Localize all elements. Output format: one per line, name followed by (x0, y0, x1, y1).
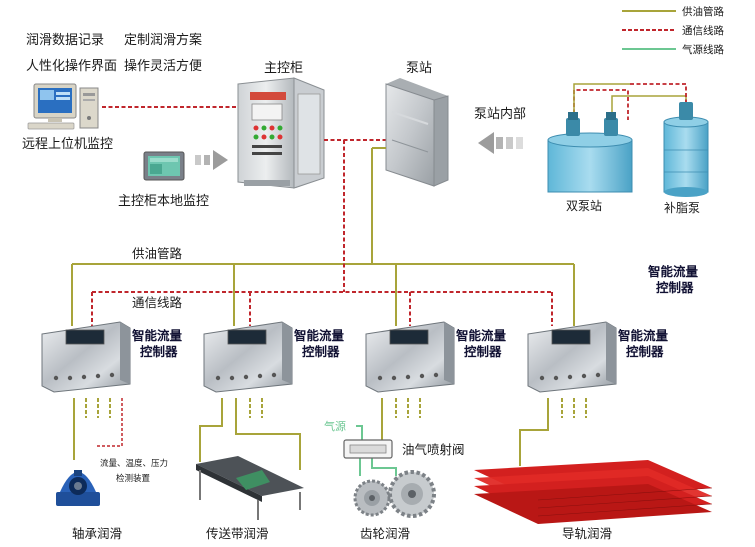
feature-2: 定制润滑方案 (124, 32, 202, 48)
outputs-3 (356, 398, 421, 476)
controller-4-l1: 智能流量 (617, 328, 669, 343)
main-cabinet-label: 主控柜 (264, 61, 303, 76)
controller-note-l1: 智能流量 (647, 264, 699, 279)
arrow-to-cabinet (195, 150, 228, 170)
dual-pump-label: 双泵站 (566, 199, 602, 213)
outputs-1 (73, 398, 123, 460)
oil-air-valve-label: 油气喷射阀 (402, 442, 465, 457)
legend-oil-label: 供油管路 (682, 5, 724, 18)
grease-pump-icon (663, 102, 709, 197)
feature-text: 润滑数据记录 定制润滑方案 人性化操作界面 操作灵活方便 (26, 32, 202, 74)
legend: 供油管路 通信线路 气源线路 (622, 5, 724, 56)
pump-inside-label: 泵站内部 (474, 106, 526, 122)
outputs-2 (199, 398, 301, 470)
feature-4: 操作灵活方便 (124, 58, 202, 74)
rail-label: 导轨润滑 (562, 526, 612, 541)
controller-1 (41, 321, 131, 393)
gear-label: 齿轮润滑 (360, 526, 410, 541)
dual-pump-station-icon (547, 112, 633, 193)
gear-icon (353, 470, 436, 518)
controller-1-l1: 智能流量 (131, 328, 183, 343)
grease-pump-label: 补脂泵 (664, 200, 700, 215)
bearing-label: 轴承润滑 (72, 526, 122, 541)
conveyor-icon (196, 456, 304, 520)
controller-2-l2: 控制器 (302, 344, 340, 359)
sensor-label-l1: 流量、温度、压力 (100, 458, 168, 469)
oil-line-label: 供油管路 (132, 246, 183, 261)
feature-3: 人性化操作界面 (26, 58, 117, 74)
bearing-icon (56, 470, 100, 506)
oil-dual-pump-a (573, 83, 630, 120)
comm-line-label: 通信线路 (132, 295, 183, 310)
sensor-label-l2: 检测装置 (116, 473, 151, 484)
controller-2-l1: 智能流量 (293, 328, 345, 343)
local-monitor-label: 主控柜本地监控 (118, 194, 209, 209)
controller-2 (203, 321, 293, 393)
rail-icon (474, 460, 713, 524)
remote-pc-label: 远程上位机监控 (22, 137, 113, 152)
main-cabinet-icon (237, 77, 325, 189)
controller-4-l2: 控制器 (626, 344, 664, 359)
controller-3 (365, 321, 455, 393)
conveyor-label: 传送带润滑 (206, 526, 269, 541)
air-source-label: 气源 (324, 419, 346, 433)
legend-comm-label: 通信线路 (682, 24, 724, 37)
controller-4 (527, 321, 617, 393)
feature-1: 润滑数据记录 (26, 33, 104, 48)
oil-dual-pump-b (611, 95, 687, 120)
pump-station-icon (385, 78, 449, 187)
controller-3-l2: 控制器 (464, 344, 502, 359)
legend-air-label: 气源线路 (682, 43, 724, 56)
pump-station-label: 泵站 (406, 61, 432, 76)
outputs-4 (519, 398, 587, 466)
remote-pc-icon (27, 83, 99, 130)
arrow-to-pump (478, 132, 523, 154)
oil-air-valve-icon (343, 439, 393, 459)
controller-note-l2: 控制器 (656, 280, 694, 295)
controller-3-l1: 智能流量 (455, 328, 507, 343)
local-monitor-icon (143, 151, 185, 181)
comm-grease-pump (630, 83, 687, 106)
comm-dual-pump (573, 89, 629, 120)
controller-1-l2: 控制器 (140, 344, 178, 359)
